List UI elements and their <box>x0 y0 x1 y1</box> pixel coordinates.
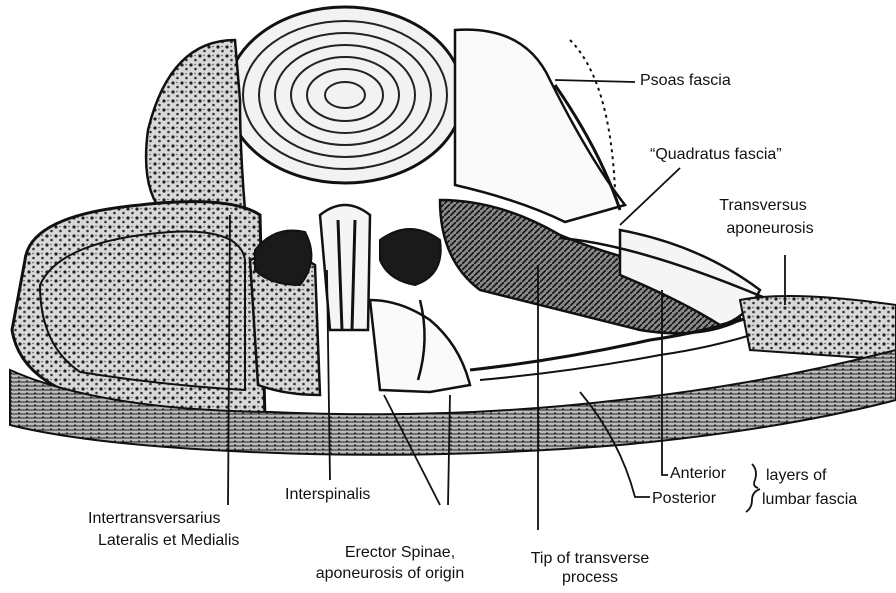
label-interspinalis: Interspinalis <box>285 486 370 504</box>
label-layers-of: layers of <box>766 467 826 485</box>
abdominal-wall <box>740 296 896 360</box>
label-erector-1: Erector Spinae, <box>300 544 500 562</box>
left-psoas-muscle <box>146 40 245 215</box>
label-transversus-2: aponeurosis <box>695 220 845 238</box>
leader-quadratus <box>620 168 680 225</box>
layers-bracket <box>746 464 760 512</box>
label-psoas-fascia: Psoas fascia <box>640 72 731 90</box>
leader-erector-b <box>448 395 450 505</box>
label-intertransversarius-2: Lateralis et Medialis <box>98 532 239 550</box>
right-articular-process <box>380 229 441 285</box>
label-anterior: Anterior <box>670 465 726 483</box>
label-tip-1: Tip of transverse <box>505 550 675 568</box>
label-posterior: Posterior <box>652 490 716 508</box>
label-transversus-1: Transversus <box>688 197 838 215</box>
right-psoas-muscle <box>455 30 625 222</box>
label-tip-2: process <box>505 569 675 587</box>
label-quadratus-fascia: “Quadratus fascia” <box>650 146 782 164</box>
label-erector-2: aponeurosis of origin <box>290 565 490 583</box>
right-erector-spinae <box>370 300 470 392</box>
leader-psoas <box>555 80 635 82</box>
label-lumbar-fascia: lumbar fascia <box>762 491 857 509</box>
left-articular-process <box>255 230 311 285</box>
label-intertransversarius-1: Intertransversarius <box>88 510 221 528</box>
vertebral-body <box>227 7 463 183</box>
